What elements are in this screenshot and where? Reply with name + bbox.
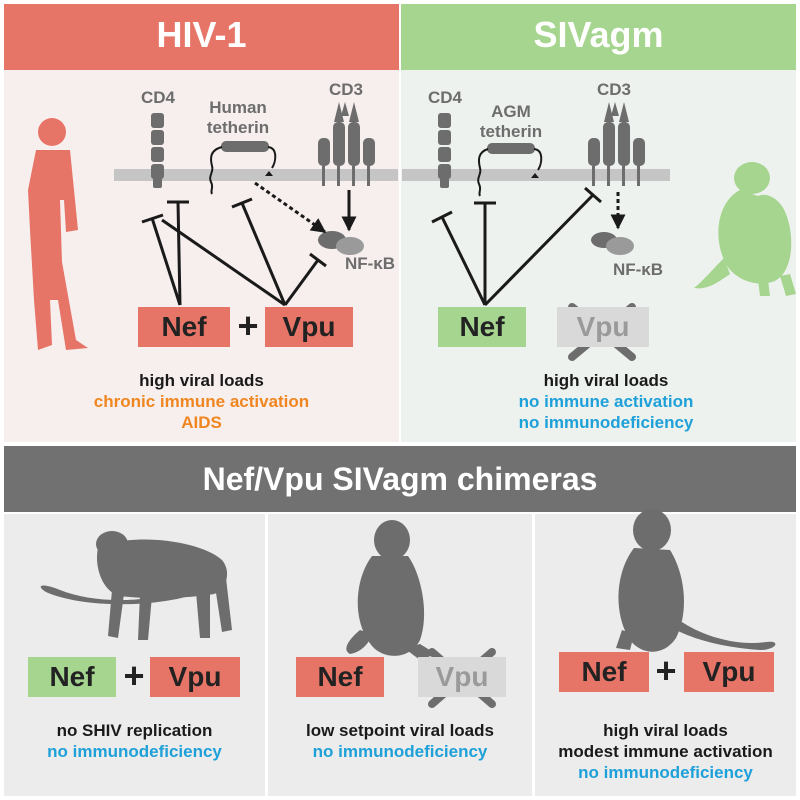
hiv-plus-sign: + [237, 305, 259, 346]
siv-cd3-label: CD3 [596, 80, 631, 99]
hiv-nfkb [318, 231, 364, 255]
siv-outcome-3: no immunodeficiency [518, 413, 694, 432]
agm-monkey-icon [694, 162, 796, 296]
siv-cd4-label: CD4 [427, 88, 462, 107]
hiv-tetherin [209, 141, 277, 195]
bp1-outcome-1: no SHIV replication [56, 721, 213, 740]
siv-header-bg [401, 4, 796, 70]
sitting-monkey-tail-icon [616, 509, 776, 652]
bp1-outcome-2: no immunodeficiency [47, 742, 222, 761]
bp2-outcome-2: no immunodeficiency [312, 742, 488, 761]
siv-cd4-receptor [438, 113, 451, 188]
bp2-outcome-1: low setpoint viral loads [306, 721, 494, 740]
hiv-tetherin-label: Human tetherin [206, 98, 270, 137]
hiv-vpu-box: Vpu [265, 307, 353, 347]
banner-bg [4, 446, 796, 512]
siv-outcome-2: no immune activation [518, 392, 694, 411]
hiv-cd3-label: CD3 [328, 80, 363, 99]
hiv-header: HIV-1 [156, 14, 247, 55]
bp3-outcome-3: no immunodeficiency [578, 763, 753, 782]
bp1-plus-sign: + [123, 655, 145, 696]
siv-outcome-1: high viral loads [543, 371, 669, 390]
bp1-nef-box: Nef [28, 657, 116, 697]
siv-nfkb-label: NF-κB [612, 260, 664, 279]
hiv-arrows [141, 181, 357, 307]
bp3-vpu-box: Vpu [684, 652, 774, 692]
siv-cd3-complex [588, 102, 645, 186]
hiv-membrane [114, 169, 398, 181]
hiv-outcome-2: chronic immune activation [93, 392, 310, 411]
bp3-plus-sign: + [655, 650, 677, 691]
walking-monkey-icon [40, 531, 232, 640]
bp1-vpu-box: Vpu [150, 657, 240, 697]
hiv-nef-box: Nef [138, 307, 230, 347]
siv-tetherin-label: AGM tetherin [479, 102, 543, 141]
hiv-cd4-label: CD4 [140, 88, 175, 107]
human-walking-icon [28, 118, 88, 350]
siv-vpu-box: Vpu [557, 307, 649, 347]
siv-header: SIVagm [533, 14, 664, 55]
hiv-nfkb-label: NF-κB [344, 254, 396, 273]
bp3-outcome-2: modest immune activation [558, 742, 773, 761]
hiv-cd4-receptor [151, 113, 164, 188]
hiv-outcome-1: high viral loads [139, 371, 264, 390]
chimeras-banner: Nef/Vpu SIVagm chimeras [202, 461, 598, 497]
bp2-nef-box: Nef [296, 657, 384, 697]
bp2-vpu-box: Vpu [418, 657, 506, 697]
siv-arrows [431, 186, 626, 307]
hiv-header-bg [4, 4, 399, 70]
siv-tetherin [477, 143, 543, 197]
siv-nfkb [591, 232, 634, 255]
sitting-monkey-icon [346, 520, 436, 660]
hiv-outcome-3: AIDS [181, 413, 222, 432]
siv-nef-box: Nef [438, 307, 526, 347]
bp3-nef-box: Nef [559, 652, 649, 692]
bp3-outcome-1: high viral loads [603, 721, 728, 740]
hiv-cd3-complex [318, 102, 375, 186]
